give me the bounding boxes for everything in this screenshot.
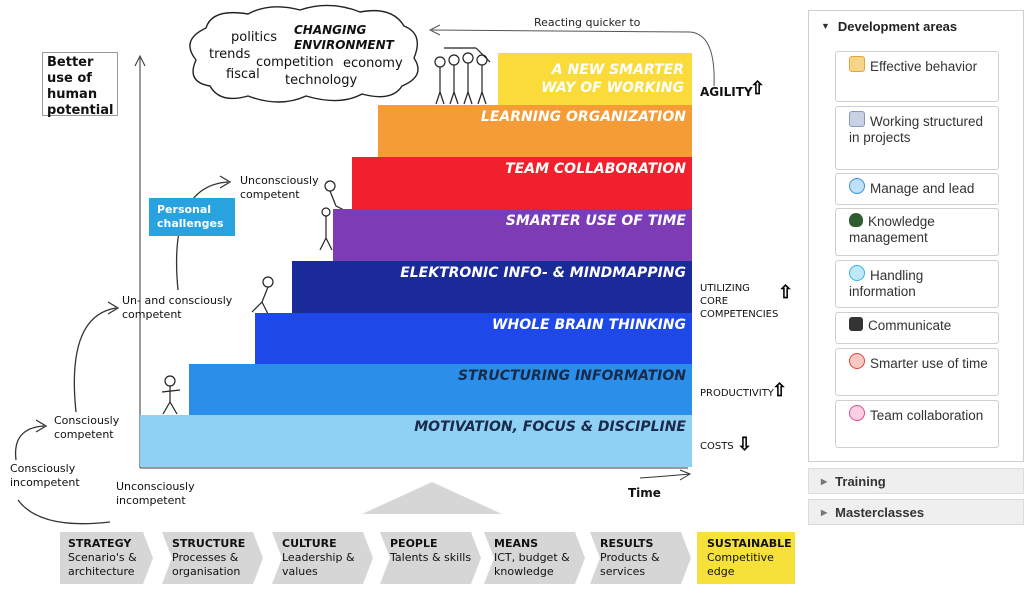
section-label: Training bbox=[835, 473, 886, 489]
cloud-word-trends: trends bbox=[209, 47, 251, 62]
dev-item-label: Manage and lead bbox=[870, 181, 975, 196]
chevron-title: PEOPLE bbox=[390, 537, 438, 550]
costs-label: COSTS bbox=[700, 441, 734, 452]
triangle-right-icon: ▶ bbox=[821, 476, 828, 486]
dev-item-label: Working structured in projects bbox=[849, 114, 984, 145]
masterclasses-section-header[interactable]: ▶ Masterclasses bbox=[808, 499, 1024, 525]
cloud-word-technology: technology bbox=[285, 73, 358, 88]
chevron-sub: Competitive edge bbox=[707, 551, 774, 578]
dev-item-label: Smarter use of time bbox=[870, 356, 988, 371]
arrow-down-icon: ⇩ bbox=[737, 434, 753, 454]
chevron-title: STRUCTURE bbox=[172, 537, 246, 550]
dev-item-knowledge-management[interactable]: Knowledge management bbox=[835, 208, 999, 256]
cloud-word-economy: economy bbox=[343, 56, 403, 71]
step-label: SMARTER USE OF TIME bbox=[505, 213, 686, 229]
dev-item-team-collaboration[interactable]: Team collaboration bbox=[835, 400, 999, 448]
step-smarter-use-of-time: SMARTER USE OF TIME bbox=[333, 209, 692, 261]
dev-item-effective-behavior[interactable]: Effective behavior bbox=[835, 51, 999, 102]
arrow-up-icon: ⇧ bbox=[772, 380, 788, 400]
step-label: STRUCTURING INFORMATION bbox=[457, 368, 686, 384]
chevron-title: MEANS bbox=[494, 537, 539, 550]
effective-behavior-icon bbox=[849, 56, 865, 72]
dev-item-communicate[interactable]: Communicate bbox=[835, 312, 999, 344]
step-team-collaboration: TEAM COLLABORATION bbox=[352, 157, 692, 209]
chevron-sub: Scenario's & architecture bbox=[68, 551, 137, 578]
information-icon bbox=[849, 265, 865, 281]
dev-item-smarter-use-of-time[interactable]: Smarter use of time bbox=[835, 348, 999, 396]
cloud-word-politics: politics bbox=[231, 30, 278, 45]
un-and-consciously-competent-label: Un- and consciously competent bbox=[122, 294, 233, 321]
step-label: LEARNING ORGANIZATION bbox=[480, 109, 686, 125]
chevron-title: STRATEGY bbox=[68, 537, 132, 550]
dev-item-label: Team collaboration bbox=[870, 408, 984, 423]
chevron-sub: Leadership & values bbox=[282, 551, 355, 578]
unconsciously-incompetent-label: Unconsciously incompetent bbox=[116, 480, 195, 507]
triangle-right-icon: ▶ bbox=[821, 507, 828, 517]
y-axis-label: Better use of human potential bbox=[42, 52, 118, 118]
chevron-sub: Talents & skills bbox=[390, 551, 472, 564]
dev-item-label: Communicate bbox=[868, 318, 952, 333]
step-motivation-focus: MOTIVATION, FOCUS & DISCIPLINE bbox=[140, 415, 692, 467]
clock-icon bbox=[849, 353, 865, 369]
step-label: ELEKTRONIC INFO- & MINDMAPPING bbox=[400, 265, 686, 281]
manage-lead-icon bbox=[849, 178, 865, 194]
development-areas-header[interactable]: ▼ Development areas bbox=[809, 11, 1023, 41]
step-label: A NEW SMARTER WAY OF WORKING bbox=[541, 62, 684, 96]
arrow-up-icon: ⇧ bbox=[778, 282, 794, 302]
cloud-word-fiscal: fiscal bbox=[226, 67, 260, 82]
productivity-label: PRODUCTIVITY bbox=[700, 388, 774, 399]
consciously-competent-label: Consciously competent bbox=[54, 414, 120, 441]
dev-item-manage-and-lead[interactable]: Manage and lead bbox=[835, 173, 999, 205]
consciously-incompetent-label: Consciously incompetent bbox=[10, 462, 80, 489]
x-axis-label: Time bbox=[628, 486, 661, 500]
development-areas-panel: ▼ Development areas Effective behavior W… bbox=[808, 10, 1024, 462]
reacting-label: Reacting quicker to bbox=[534, 16, 641, 29]
step-whole-brain-thinking: WHOLE BRAIN THINKING bbox=[255, 313, 692, 364]
team-icon bbox=[849, 405, 865, 421]
chevron-title: CULTURE bbox=[282, 537, 337, 550]
megaphone-icon bbox=[849, 317, 863, 331]
step-learning-organization: LEARNING ORGANIZATION bbox=[378, 105, 692, 157]
section-label: Masterclasses bbox=[835, 504, 925, 520]
chevron-title: RESULTS bbox=[600, 537, 654, 550]
chevron-sub: Processes & organisation bbox=[172, 551, 241, 578]
projects-icon bbox=[849, 111, 865, 127]
cloud-title: CHANGING ENVIRONMENT bbox=[294, 23, 394, 52]
dev-item-label: Knowledge management bbox=[849, 214, 935, 245]
dev-item-label: Handling information bbox=[849, 268, 924, 299]
training-section-header[interactable]: ▶ Training bbox=[808, 468, 1024, 494]
chevron-title: SUSTAINABLE bbox=[707, 537, 792, 550]
dev-item-handling-information[interactable]: Handling information bbox=[835, 260, 999, 308]
step-label: TEAM COLLABORATION bbox=[505, 161, 686, 177]
unconsciously-competent-label: Unconsciously competent bbox=[240, 174, 319, 201]
step-label: WHOLE BRAIN THINKING bbox=[492, 317, 686, 333]
triangle-down-icon: ▼ bbox=[821, 21, 830, 31]
cloud-word-competition: competition bbox=[256, 55, 334, 70]
dev-item-label: Effective behavior bbox=[870, 59, 978, 74]
core-competencies-label: UTILIZING CORE COMPETENCIES bbox=[700, 283, 779, 320]
agility-label: AGILITY bbox=[700, 85, 753, 99]
step-label: MOTIVATION, FOCUS & DISCIPLINE bbox=[414, 419, 686, 435]
panel-title: Development areas bbox=[837, 18, 958, 34]
chevron-sub: Products & services bbox=[600, 551, 660, 578]
step-new-way-of-working: A NEW SMARTER WAY OF WORKING bbox=[498, 53, 692, 105]
personal-challenges-box: Personal challenges bbox=[149, 198, 235, 236]
step-structuring-information: STRUCTURING INFORMATION bbox=[189, 364, 692, 415]
tree-icon bbox=[849, 213, 863, 227]
step-elektronic-info: ELEKTRONIC INFO- & MINDMAPPING bbox=[292, 261, 692, 313]
dev-item-working-structured[interactable]: Working structured in projects bbox=[835, 106, 999, 170]
arrow-up-icon: ⇧ bbox=[750, 78, 766, 98]
chevron-sub: ICT, budget & knowledge bbox=[494, 551, 570, 578]
